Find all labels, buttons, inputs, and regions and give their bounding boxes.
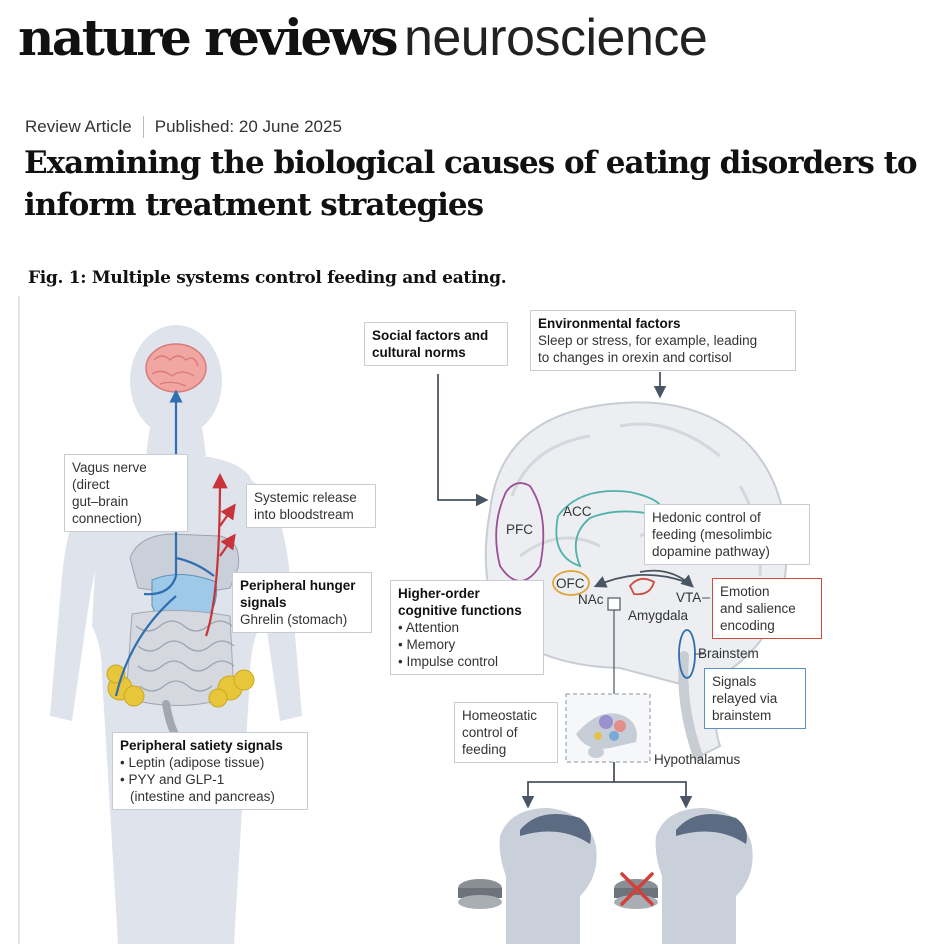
ofc-label: OFC — [556, 576, 585, 591]
masthead-journal: neuroscience — [403, 9, 708, 67]
dopamine-pathway — [593, 569, 694, 588]
article-meta: Review Article Published: 20 June 2025 — [25, 116, 342, 138]
vta-label: VTA — [676, 590, 702, 605]
connector-arrows — [437, 372, 693, 809]
article-title: Examining the biological causes of eatin… — [24, 145, 918, 223]
head-eating-icon — [458, 808, 597, 944]
hypothalamus-illustration — [576, 713, 637, 758]
pfc-label: PFC — [506, 522, 533, 537]
figure-illustration — [50, 325, 788, 944]
article-type[interactable]: Review Article — [25, 117, 132, 136]
hypothalamus-label: Hypothalamus — [654, 752, 741, 767]
bloodstream-arrows — [204, 472, 236, 637]
published-date: Published: 20 June 2025 — [154, 117, 342, 136]
head-refusing-icon — [614, 808, 753, 944]
nac-label: NAc — [578, 592, 604, 607]
figure-caption[interactable]: Fig. 1: Multiple systems control feeding… — [28, 268, 507, 288]
head-brain-icon — [145, 343, 207, 393]
peripheral-satiety-label: Peripheral satiety signals Leptin (adipo… — [112, 732, 308, 810]
brainstem-label: Brainstem — [698, 646, 759, 661]
masthead-brand: nature reviews — [18, 8, 398, 67]
organ-cluster — [106, 533, 255, 740]
nac-marker — [607, 597, 621, 611]
amygdala-label: Amygdala — [628, 608, 689, 623]
meta-separator — [142, 116, 144, 138]
acc-label: ACC — [563, 504, 592, 519]
